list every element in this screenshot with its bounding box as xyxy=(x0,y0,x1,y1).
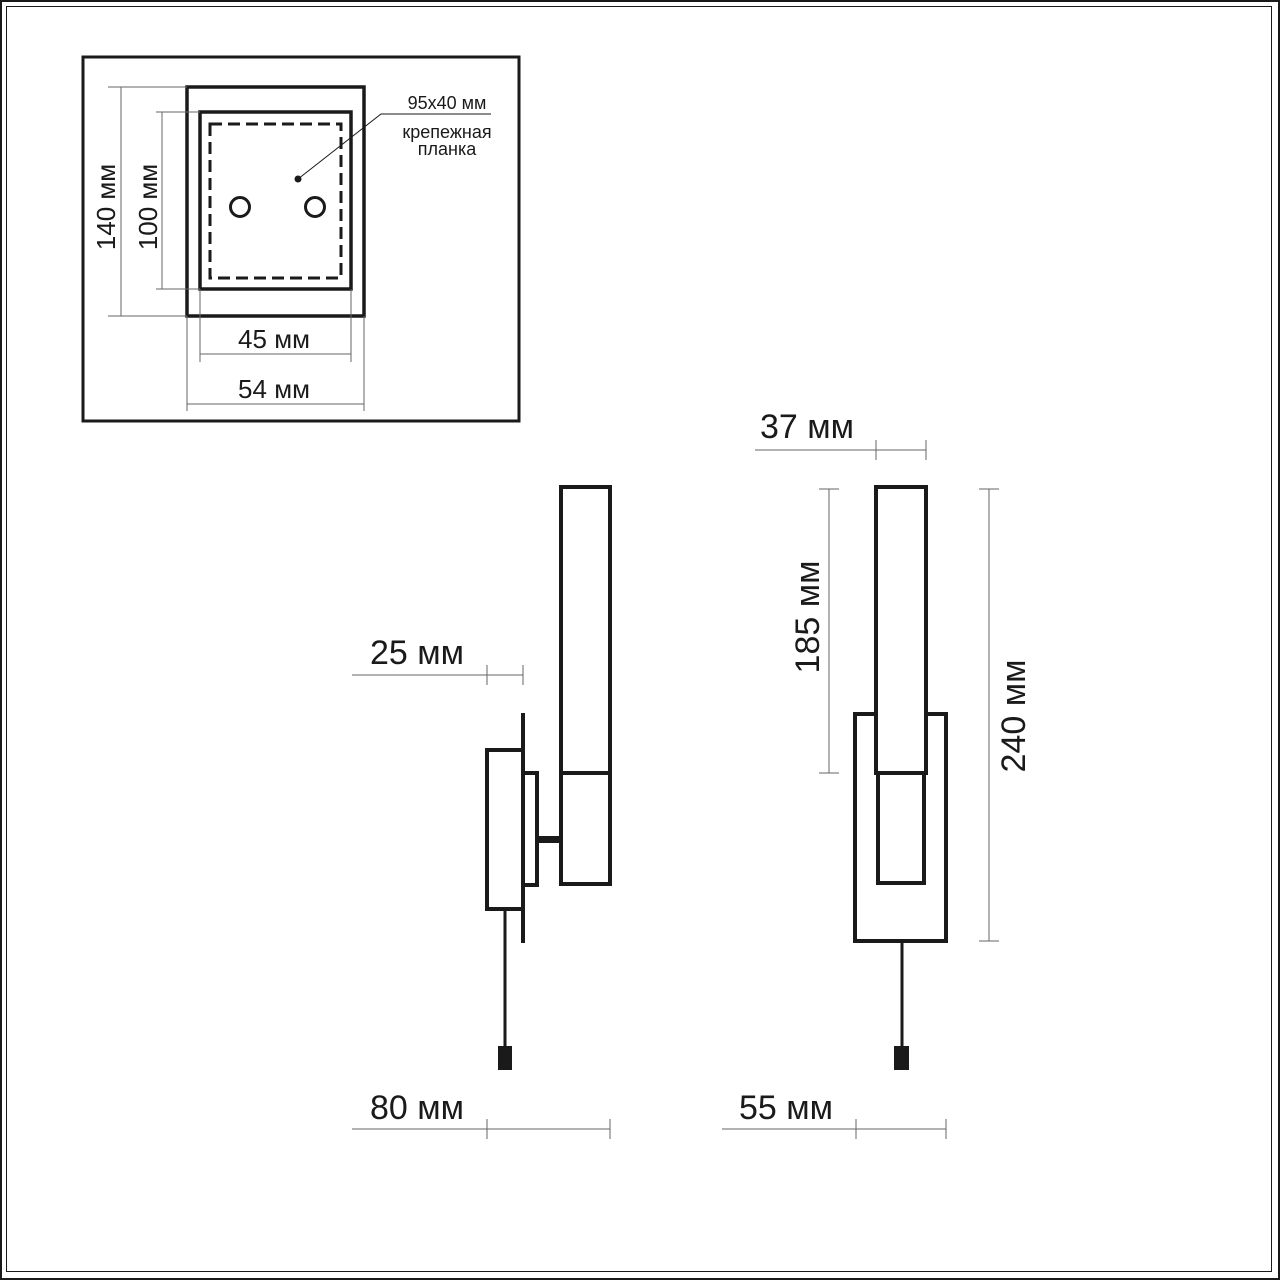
total-height-label: 240 мм xyxy=(995,660,1033,773)
front-lower-tube xyxy=(876,771,926,885)
inset-border xyxy=(81,55,521,423)
side-canopy xyxy=(485,748,525,911)
front-view-dimensions xyxy=(722,440,999,1139)
side-depth-label: 80 мм xyxy=(370,1089,464,1127)
front-view xyxy=(853,485,948,1070)
inner-height-label: 100 мм xyxy=(133,164,163,250)
mounting-plate-outline xyxy=(208,122,343,280)
front-tube xyxy=(874,485,928,775)
side-view-dimensions xyxy=(352,665,611,1139)
front-width-bottom-label: 55 мм xyxy=(739,1089,833,1127)
side-view xyxy=(485,485,612,1070)
side-offset-label: 25 мм xyxy=(370,634,464,672)
tube-height-label: 185 мм xyxy=(789,561,827,674)
screw-hole-left-icon xyxy=(229,196,251,218)
base-outline xyxy=(185,85,366,318)
front-width-top-label: 37 мм xyxy=(760,408,854,446)
plate-size-label: 95x40 мм xyxy=(408,93,487,113)
side-tube xyxy=(559,485,612,775)
inset-extension-lines xyxy=(108,86,365,411)
front-canopy xyxy=(853,712,948,943)
side-plug-icon xyxy=(498,1046,512,1070)
top-view-inset: 95x40 мм крепежная планка 140 мм 100 мм … xyxy=(81,55,521,423)
plate-caption-line1: крепежная xyxy=(402,122,491,142)
outer-height-label: 140 мм xyxy=(91,164,121,250)
inner-frame xyxy=(6,6,1272,1272)
side-arm-upper xyxy=(523,771,563,840)
outer-width-label: 54 мм xyxy=(238,374,310,404)
screw-hole-right-icon xyxy=(304,196,326,218)
side-arm-lower xyxy=(523,773,612,887)
canopy-outline xyxy=(198,110,353,291)
leader-line xyxy=(297,113,491,180)
plate-caption-line2: планка xyxy=(418,139,477,159)
inner-width-label: 45 мм xyxy=(238,324,310,354)
front-plug-icon xyxy=(894,1046,909,1070)
